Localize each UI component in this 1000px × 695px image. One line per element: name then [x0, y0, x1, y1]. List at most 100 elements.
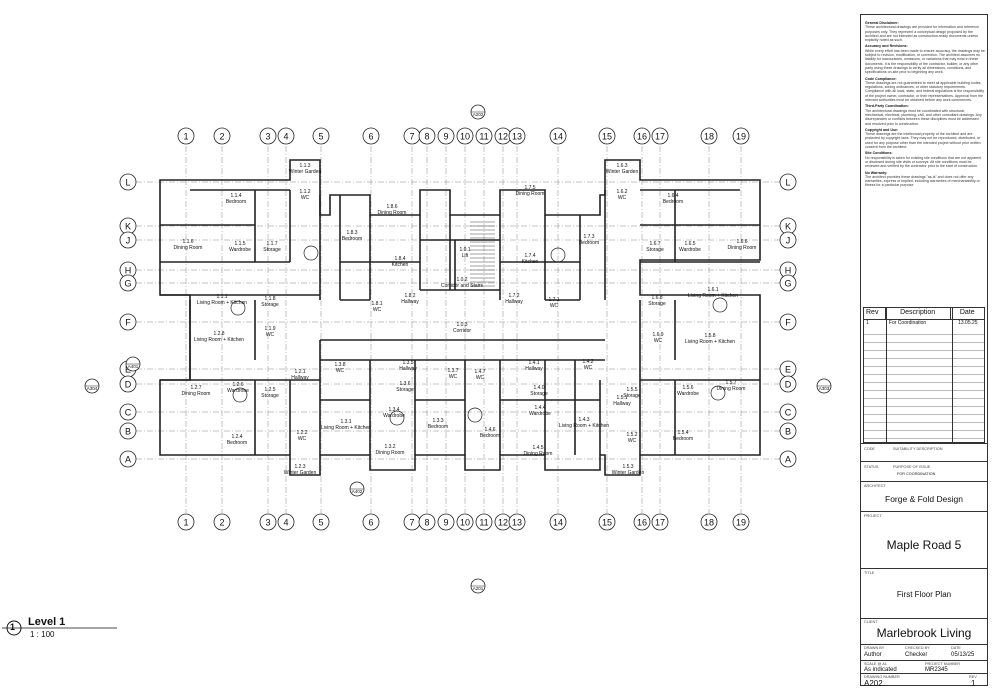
section-mark: A401 [125, 356, 141, 372]
grid-bubble-col: 13 [508, 513, 526, 531]
grid-bubble-col: 5 [312, 513, 330, 531]
grid-bubble-row: C [119, 403, 137, 421]
note-heading: No Warranty: [865, 170, 888, 175]
section-mark: A304 [84, 378, 100, 394]
svg-text:A402: A402 [352, 489, 363, 494]
grid-bubble-col: 1 [177, 127, 195, 145]
grid-label: 13 [512, 131, 522, 141]
grid-label: 7 [409, 517, 414, 527]
checked-by: Checker [905, 652, 928, 658]
drawn-by: Author [864, 652, 882, 658]
note-heading: Copyright and Use: [865, 127, 899, 132]
grid-label: G [124, 278, 131, 288]
scale-value: As indicated [864, 667, 897, 673]
grid-bubble-col: 16 [633, 127, 651, 145]
note-body: These architectural drawings are provide… [865, 25, 980, 43]
grid-label: A [785, 454, 791, 464]
title-label: TITLE [864, 571, 875, 575]
rev-header: Rev [864, 308, 886, 319]
svg-text:A201: A201 [473, 586, 484, 591]
drawn-box: DRAWN BY Author CHECKED BY Checker DATE … [861, 644, 987, 660]
grid-label: 18 [704, 517, 714, 527]
grid-bubble-col: 19 [732, 127, 750, 145]
revision-date: 13.05.25 [958, 320, 978, 326]
grid-label: 8 [424, 131, 429, 141]
grid-label: 9 [443, 131, 448, 141]
status-box: STATUS PURPOSE OF ISSUE FOR COORDINATION [861, 461, 987, 481]
grid-bubble-row: D [119, 375, 137, 393]
note-body: These drawings are not guaranteed to mee… [865, 80, 985, 103]
project-label: PROJECT [864, 514, 882, 518]
grid-bubble-row: A [779, 450, 797, 468]
grid-bubble-col: 11 [475, 513, 493, 531]
grid-bubble-row: H [119, 261, 137, 279]
grid-bubble-col: 3 [259, 127, 277, 145]
revision-description: For Coordination [888, 320, 927, 326]
project-number-label: PROJECT NUMBER [925, 662, 961, 666]
note-heading: General Disclaimer: [865, 21, 899, 25]
grid-label: 6 [368, 131, 373, 141]
grid-label: L [785, 177, 790, 187]
grid-bubble-row: L [119, 173, 137, 191]
grid-bubble-col: 14 [549, 513, 567, 531]
grid-label: 14 [553, 131, 563, 141]
grid-bubble-row: B [119, 422, 137, 440]
section-mark: A303 [816, 378, 832, 394]
grid-bubble-col: 17 [651, 513, 669, 531]
grid-label: 8 [424, 517, 429, 527]
client-label: CLIENT [864, 620, 878, 624]
grid-label: 13 [512, 517, 522, 527]
svg-text:A304: A304 [87, 386, 98, 391]
note-body: The architectural drawings must be coord… [865, 108, 982, 126]
view-name: Level 1 [28, 616, 66, 628]
grid-label: C [785, 407, 792, 417]
architect-box: ARCHITECT Forge & Fold Design [861, 481, 987, 511]
grid-bubble-col: 2 [213, 127, 231, 145]
description-header: Description [886, 308, 951, 319]
grid-label: K [785, 221, 791, 231]
grid-bubble-col: 18 [700, 127, 718, 145]
note-body: These drawings are the intellectual prop… [865, 132, 981, 150]
grid-label: 5 [318, 517, 323, 527]
grid-bubble-row: A [119, 450, 137, 468]
grid-bubble-row: G [779, 274, 797, 292]
grid-bubble-col: 11 [475, 127, 493, 145]
revision-rev: 1 [866, 320, 869, 326]
grid-bubble-col: 14 [549, 127, 567, 145]
issue-date: 05/13/25 [951, 652, 975, 658]
grid-bubble-col: 2 [213, 513, 231, 531]
grid-label: 1 [183, 131, 188, 141]
grid-label: D [785, 379, 792, 389]
grid-bubble-col: 13 [508, 127, 526, 145]
purpose-value: FOR COORDINATION [897, 472, 936, 476]
grid-label: 10 [460, 131, 470, 141]
scale-label: SCALE @ A1 [864, 662, 887, 666]
grid-label: A [125, 454, 131, 464]
grid-label: D [125, 379, 132, 389]
note-heading: Accuracy and Revisions: [865, 44, 908, 49]
grid-label: J [786, 235, 791, 245]
